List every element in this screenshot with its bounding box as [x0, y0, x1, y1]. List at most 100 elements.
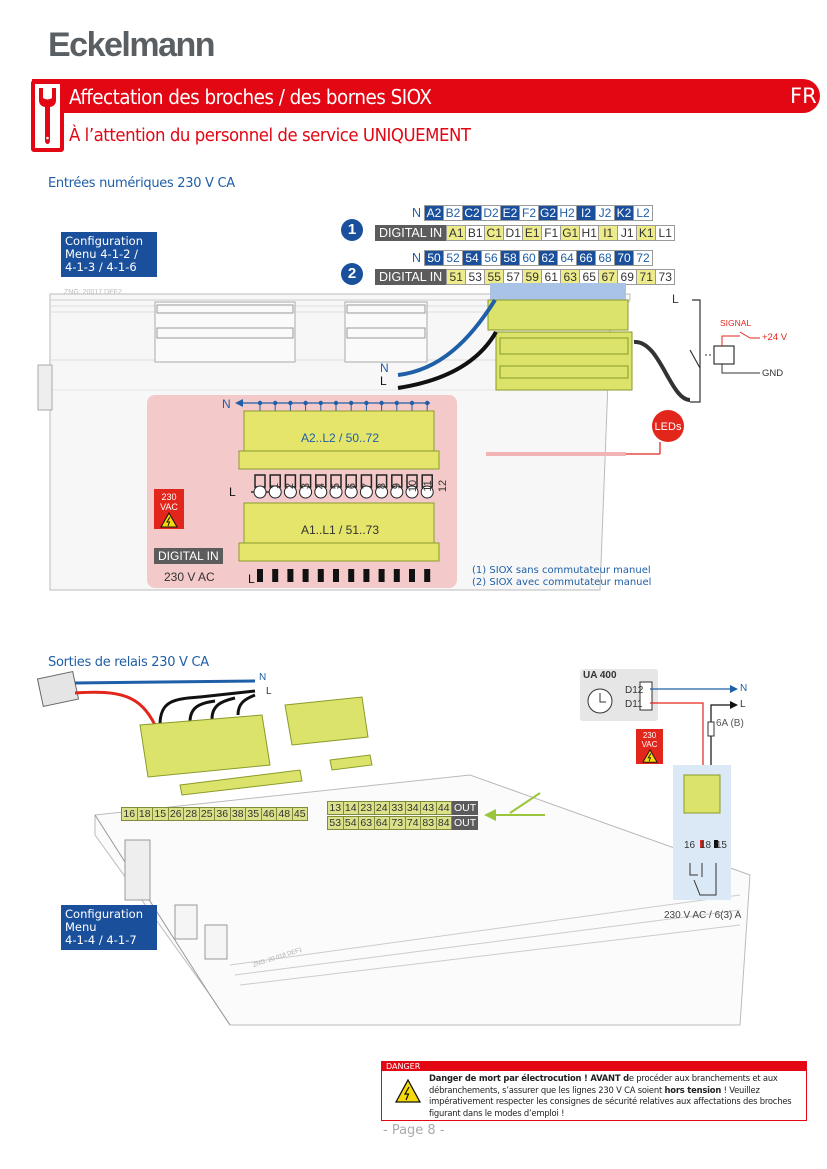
ac-source-symbol: [359, 485, 373, 499]
section-title-digital-inputs: Entrées numériques 230 V CA: [48, 176, 235, 191]
out-label: OUT: [452, 816, 479, 830]
ac-source-symbol: [375, 485, 389, 499]
channel-number: 5: [330, 482, 343, 490]
pin: 50: [424, 250, 444, 266]
panel-l-label: L: [229, 485, 236, 499]
channel-number: 3: [299, 482, 312, 490]
high-voltage-icon: [160, 511, 178, 528]
pin: 60: [519, 250, 539, 266]
pin: H1: [579, 225, 600, 241]
pin: 53: [465, 269, 486, 285]
pin: K2: [614, 205, 634, 221]
digital-in-label: DIGITAL IN: [375, 225, 447, 241]
pin: E2: [500, 205, 520, 221]
ua400-d12: D12: [625, 685, 644, 696]
siox-device-illustration-bottom: [36, 669, 751, 1026]
panel-n-label: N: [222, 397, 231, 411]
wire-label-l: L: [380, 374, 387, 388]
relay-terminal-pin: 84: [435, 816, 452, 830]
config-line: Menu 4-1-2 /: [65, 247, 139, 261]
pin: L1: [655, 225, 676, 241]
pin: 73: [655, 269, 676, 285]
l-terminal-bar: [393, 569, 400, 582]
pin: B1: [465, 225, 486, 241]
ua400-d11: D11: [625, 699, 643, 710]
relay-terminal-pin: 83: [420, 816, 437, 830]
relay-terminal-pin: 35: [245, 807, 262, 821]
channel-number: 9: [391, 482, 404, 490]
pin: 72: [633, 250, 653, 266]
channel-number: 11: [422, 480, 434, 492]
config-line: Menu: [65, 920, 97, 934]
relay-terminal-pin: 38: [229, 807, 246, 821]
pin: I2: [576, 205, 596, 221]
relay-terminal-pin: 34: [404, 801, 421, 815]
l-terminal-bar: [348, 569, 355, 582]
channel-number: 12: [437, 479, 450, 493]
pin: A1: [446, 225, 467, 241]
config-line: Configuration: [65, 907, 143, 921]
danger-text: Danger de mort par électrocution ! AVANT…: [429, 1073, 805, 1119]
pin-row-in-variant2: DIGITAL IN 51 53 55 57 59 61 63 65 67 69…: [375, 269, 676, 285]
high-voltage-warning-icon: [395, 1079, 421, 1103]
channel-number: 2: [284, 482, 297, 490]
page-subtitle: À l’attention du personnel de service UN…: [69, 125, 471, 146]
ac-source-symbol: [390, 485, 404, 499]
ac-source-symbol: [420, 485, 434, 499]
pin: 62: [538, 250, 558, 266]
ac-source-symbol: [344, 485, 358, 499]
relay-terminal-pin: 48: [276, 807, 293, 821]
section-title-relay-outputs: Sorties de relais 230 V CA: [48, 655, 209, 670]
pin: G2: [538, 205, 558, 221]
config-line: 4-1-3 / 4-1-6: [65, 260, 137, 274]
pin: F2: [519, 205, 539, 221]
leds-badge: LEDs: [654, 421, 682, 433]
high-voltage-icon: [641, 748, 658, 763]
panel-voltage-label: 230 V AC: [164, 570, 215, 584]
pin: 54: [462, 250, 482, 266]
pin: G1: [560, 225, 581, 241]
pin: 56: [481, 250, 501, 266]
danger-text-2: ! Veuillez impérativement respecter les …: [429, 1084, 792, 1118]
l-terminal-bar: [424, 569, 431, 582]
l-terminal-bar: [409, 569, 415, 582]
wire-label-n: N: [380, 361, 389, 375]
relay-terminal-pin: 46: [260, 807, 277, 821]
contact-18: 18: [699, 840, 712, 851]
contact-15: 15: [715, 840, 727, 851]
relay-l-label: L: [672, 292, 679, 306]
pin: 70: [614, 250, 634, 266]
pin: H2: [557, 205, 577, 221]
relay-terminal-pin: 73: [389, 816, 406, 830]
ua400-warning-230vac: 230 VAC: [636, 729, 663, 764]
l-terminal-bar: [333, 569, 339, 582]
pin: D1: [503, 225, 524, 241]
variant-notes: (1) SIOX sans commutateur manuel (2) SIO…: [472, 565, 651, 589]
pin: F1: [541, 225, 562, 241]
relay-terminal-pin: 16: [121, 807, 138, 821]
pin: J2: [595, 205, 615, 221]
l-terminal-bar: [257, 569, 263, 582]
channel-number: 10: [406, 479, 419, 493]
danger-bold-1: Danger de mort par électrocution ! AVANT…: [429, 1073, 629, 1083]
pin-row-n-variant1: N A2 B2 C2 D2 E2 F2 G2 H2 I2 J2 K2 L2: [403, 205, 653, 221]
relay-terminal-pin: 45: [291, 807, 308, 821]
pin: B2: [443, 205, 463, 221]
danger-text-1: e procéder aux branchements et aux débra…: [429, 1073, 778, 1095]
l-terminal-bar: [272, 569, 279, 582]
top-block-label: A2..L2 / 50..72: [300, 431, 380, 445]
danger-heading: DANGER: [382, 1062, 806, 1071]
warning-text: 230 VAC: [641, 731, 658, 749]
n-label: N: [411, 206, 421, 220]
l-terminal-bar: [317, 569, 324, 582]
pin: I1: [598, 225, 619, 241]
ua400-n: N: [740, 683, 748, 694]
ac-source-symbol: [283, 485, 297, 499]
pin: C1: [484, 225, 505, 241]
page-title: Affectation des broches / des bornes SIO…: [69, 85, 432, 109]
config-menu-box-relay: Configuration Menu 4-1-4 / 4-1-7: [61, 905, 157, 950]
variant-1-badge: 1: [341, 219, 363, 241]
pin: 69: [617, 269, 638, 285]
l-terminal-bar: [302, 569, 309, 582]
